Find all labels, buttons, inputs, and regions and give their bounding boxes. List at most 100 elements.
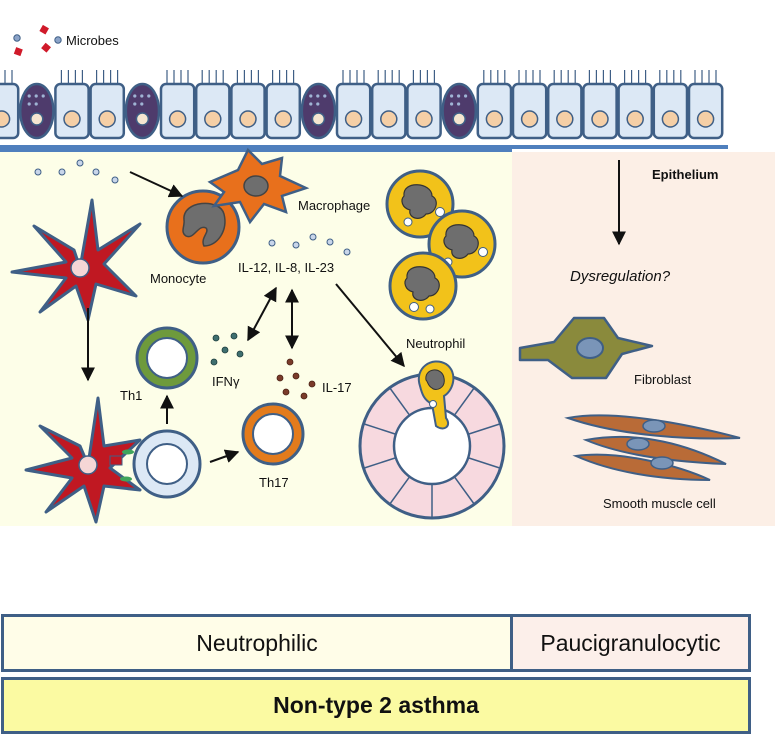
goblet-cell xyxy=(124,82,161,140)
cell-nucleus xyxy=(485,110,504,128)
mucus-granule xyxy=(41,94,45,98)
cell-nucleus xyxy=(591,110,609,128)
goblet-nucleus xyxy=(135,112,150,126)
microbe-dot xyxy=(54,36,62,44)
cell-nucleus xyxy=(696,110,715,128)
cell-nucleus xyxy=(415,110,433,128)
arrows xyxy=(81,160,626,463)
label-dysregulation: Dysregulation? xyxy=(570,268,671,285)
label-smooth-muscle: Smooth muscle cell xyxy=(603,496,716,511)
fibroblast-cell xyxy=(518,316,654,380)
mucus-granule xyxy=(316,102,320,106)
goblet-cell xyxy=(441,82,478,140)
cell-nucleus xyxy=(204,110,222,128)
microbe-square xyxy=(39,24,49,35)
mucus-granule xyxy=(316,94,320,98)
cell-nucleus xyxy=(274,110,292,128)
mucus-granule xyxy=(140,102,144,106)
mucus-granule xyxy=(457,102,461,106)
airway-cell-border xyxy=(389,387,411,416)
label-th17: Th17 xyxy=(259,475,289,490)
cell-nucleus xyxy=(344,110,363,128)
goblet-cell xyxy=(18,82,55,140)
label-th1: Th1 xyxy=(120,388,142,403)
naive-t-cell xyxy=(132,429,202,499)
il17-dots xyxy=(276,358,316,400)
mucus-granule xyxy=(34,94,38,98)
neutrophil-cell xyxy=(388,251,458,321)
cell-nucleus xyxy=(556,110,574,128)
microbe-square xyxy=(41,42,51,53)
airway-cell-border xyxy=(363,423,397,435)
microbes-group xyxy=(13,24,62,57)
airway-cell-border xyxy=(467,457,501,469)
airway-cell-border xyxy=(467,423,501,435)
label-neutrophil: Neutrophil xyxy=(406,336,465,351)
mucus-granule xyxy=(133,102,137,106)
macrophage-cell xyxy=(207,147,310,225)
cell-nucleus xyxy=(239,110,257,128)
mucus-granule xyxy=(323,94,327,98)
airway-cell-border xyxy=(389,476,411,505)
basement-membrane-right xyxy=(512,145,728,149)
cell-nucleus xyxy=(0,110,11,128)
mucus-granule xyxy=(140,94,144,98)
airway-lumen-space xyxy=(392,406,472,486)
dendritic-cell-bottom xyxy=(24,396,142,524)
label-microbes: Microbes xyxy=(66,33,119,48)
dendritic-cell-top xyxy=(10,198,142,322)
neutrophil-cluster xyxy=(385,169,497,321)
mucus-granule xyxy=(450,94,454,98)
goblet-nucleus xyxy=(452,112,466,126)
cell-nucleus xyxy=(380,110,398,128)
mucus-granule xyxy=(27,94,31,98)
th1-cell xyxy=(135,326,199,390)
goblet-nucleus xyxy=(311,112,326,126)
airway-cell-border xyxy=(453,476,475,505)
basement-membrane-left xyxy=(0,145,512,152)
mucus-granule xyxy=(27,102,31,106)
label-cytokines: IL-12, IL-8, IL-23 xyxy=(238,260,334,275)
cell-nucleus xyxy=(168,110,187,128)
label-macrophage: Macrophage xyxy=(298,198,370,213)
mucus-granule xyxy=(133,94,137,98)
cell-nucleus xyxy=(626,110,644,128)
monocyte-cell xyxy=(165,189,241,265)
airway-lumen xyxy=(358,372,506,520)
neutrophil-cell xyxy=(385,169,455,239)
th17-cell xyxy=(241,402,305,466)
cell-nucleus xyxy=(63,110,81,128)
label-epithelium: Epithelium xyxy=(652,167,718,182)
goblet-nucleus xyxy=(30,112,44,126)
microbe-dot xyxy=(13,34,21,42)
mucus-granule xyxy=(450,102,454,106)
mucus-granule xyxy=(457,94,461,98)
epithelium-layer xyxy=(0,70,724,140)
band-paucigranulocytic-label: Paucigranulocytic xyxy=(540,629,721,656)
label-monocyte: Monocyte xyxy=(150,271,206,286)
label-fibroblast: Fibroblast xyxy=(634,372,691,387)
airway-cell-border xyxy=(453,387,475,416)
cell-nucleus xyxy=(98,110,116,128)
cell-nucleus xyxy=(661,110,680,128)
microbe-square xyxy=(13,47,23,57)
band-non-type2-asthma: Non-type 2 asthma xyxy=(1,677,751,734)
mucus-granule xyxy=(464,94,468,98)
band-paucigranulocytic: Paucigranulocytic xyxy=(510,614,751,672)
band-asthma-label: Non-type 2 asthma xyxy=(273,692,479,718)
mucus-granule xyxy=(309,102,313,106)
arrow-cytokine-th1 xyxy=(247,286,277,342)
band-neutrophilic: Neutrophilic xyxy=(1,614,513,672)
arrow-to-neutrophil xyxy=(335,283,405,368)
band-neutrophilic-label: Neutrophilic xyxy=(196,629,318,656)
antigen-dots xyxy=(34,159,119,184)
arrow-microbes-to-macrophage xyxy=(129,171,184,198)
goblet-cell xyxy=(300,82,337,140)
smooth-muscle-cells xyxy=(564,414,741,481)
airway-cell-border xyxy=(363,457,397,469)
mucus-granule xyxy=(147,94,151,98)
neutrophil-migrating xyxy=(417,360,455,430)
mucus-granule xyxy=(309,94,313,98)
